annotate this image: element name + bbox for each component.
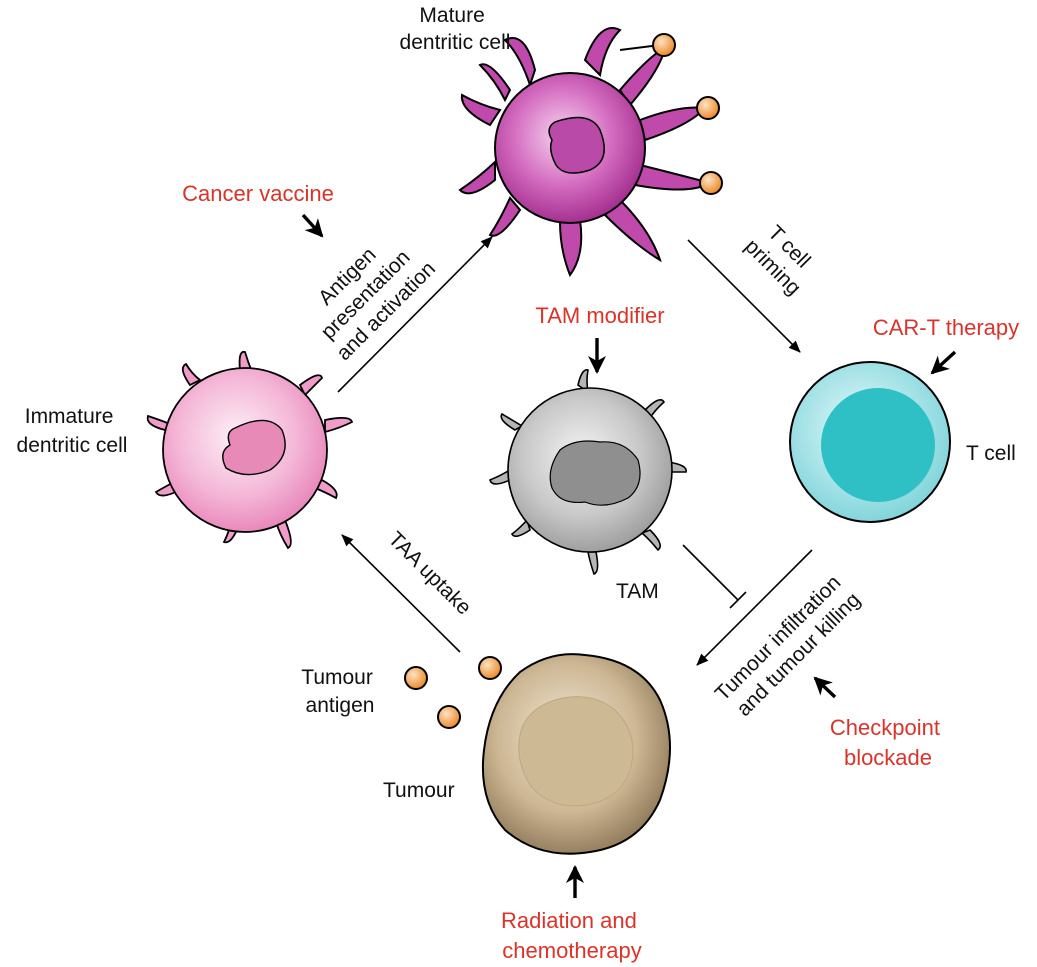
mature-dc-label-line1: Mature bbox=[419, 4, 484, 27]
tam-modifier-label: TAM modifier bbox=[535, 303, 664, 328]
tumour-antigen-label-line1: Tumour bbox=[301, 666, 373, 689]
car-t-therapy-label: CAR-T therapy bbox=[873, 315, 1019, 340]
checkpoint-blockade-label-line2: blockade bbox=[844, 745, 932, 770]
antigen-dot bbox=[404, 666, 428, 690]
antigen-dot bbox=[652, 33, 676, 57]
inhibition-tam-to-tumour bbox=[682, 544, 747, 609]
immature-dendritic-cell bbox=[146, 350, 354, 550]
checkpoint-blockade-label: Checkpoint blockade bbox=[830, 715, 946, 770]
antigen-dot bbox=[696, 96, 720, 120]
cancer-vaccine-pointer-arrow bbox=[301, 213, 324, 238]
t-cell-label: T cell bbox=[966, 442, 1016, 465]
arrow-taa-uptake bbox=[341, 534, 461, 653]
antigen-presentation-label: Antigen presentation and activation bbox=[295, 220, 440, 365]
t-cell bbox=[789, 361, 951, 523]
tumour-cell bbox=[404, 653, 671, 855]
checkpoint-pointer-arrow bbox=[813, 676, 837, 699]
radiation-chemotherapy-label: Radiation and chemotherapy bbox=[501, 908, 643, 963]
tumour-infiltration-label: Tumour infiltration and tumour killing bbox=[711, 567, 868, 724]
immature-dc-label-line1: Immature bbox=[25, 405, 114, 428]
cancer-vaccine-label: Cancer vaccine bbox=[182, 181, 334, 206]
tumour-antigen-label: Tumour antigen bbox=[301, 666, 378, 717]
arrow-tumour-infiltration bbox=[696, 549, 813, 666]
antigen-dot bbox=[699, 171, 723, 195]
taa-uptake-label-text: TAA uptake bbox=[384, 527, 476, 619]
antigen-dot bbox=[437, 705, 461, 729]
arrow-t-cell-priming bbox=[687, 239, 801, 353]
car-t-pointer-arrow bbox=[930, 350, 957, 375]
taa-uptake-label: TAA uptake bbox=[384, 527, 476, 619]
radiation-label-line2: chemotherapy bbox=[502, 938, 641, 963]
mature-dendritic-cell bbox=[458, 27, 723, 278]
mature-dc-label-line2: dentritic cell bbox=[400, 31, 511, 54]
arrow-antigen-presentation bbox=[337, 236, 493, 393]
tam-label: TAM bbox=[616, 580, 659, 603]
antigen-dot bbox=[478, 656, 502, 680]
t-cell-priming-label: T cell priming bbox=[740, 216, 823, 299]
mature-dc-label: Mature dentritic cell bbox=[400, 4, 511, 54]
tumour-label: Tumour bbox=[383, 779, 455, 802]
checkpoint-blockade-label-line1: Checkpoint bbox=[830, 715, 940, 740]
tumour-antigen-label-line2: antigen bbox=[306, 694, 375, 717]
radiation-label-line1: Radiation and bbox=[501, 908, 637, 933]
immature-dc-label-line2: dentritic cell bbox=[17, 434, 128, 457]
tam-cell bbox=[489, 369, 687, 576]
immature-dc-label: Immature dentritic cell bbox=[17, 405, 128, 457]
